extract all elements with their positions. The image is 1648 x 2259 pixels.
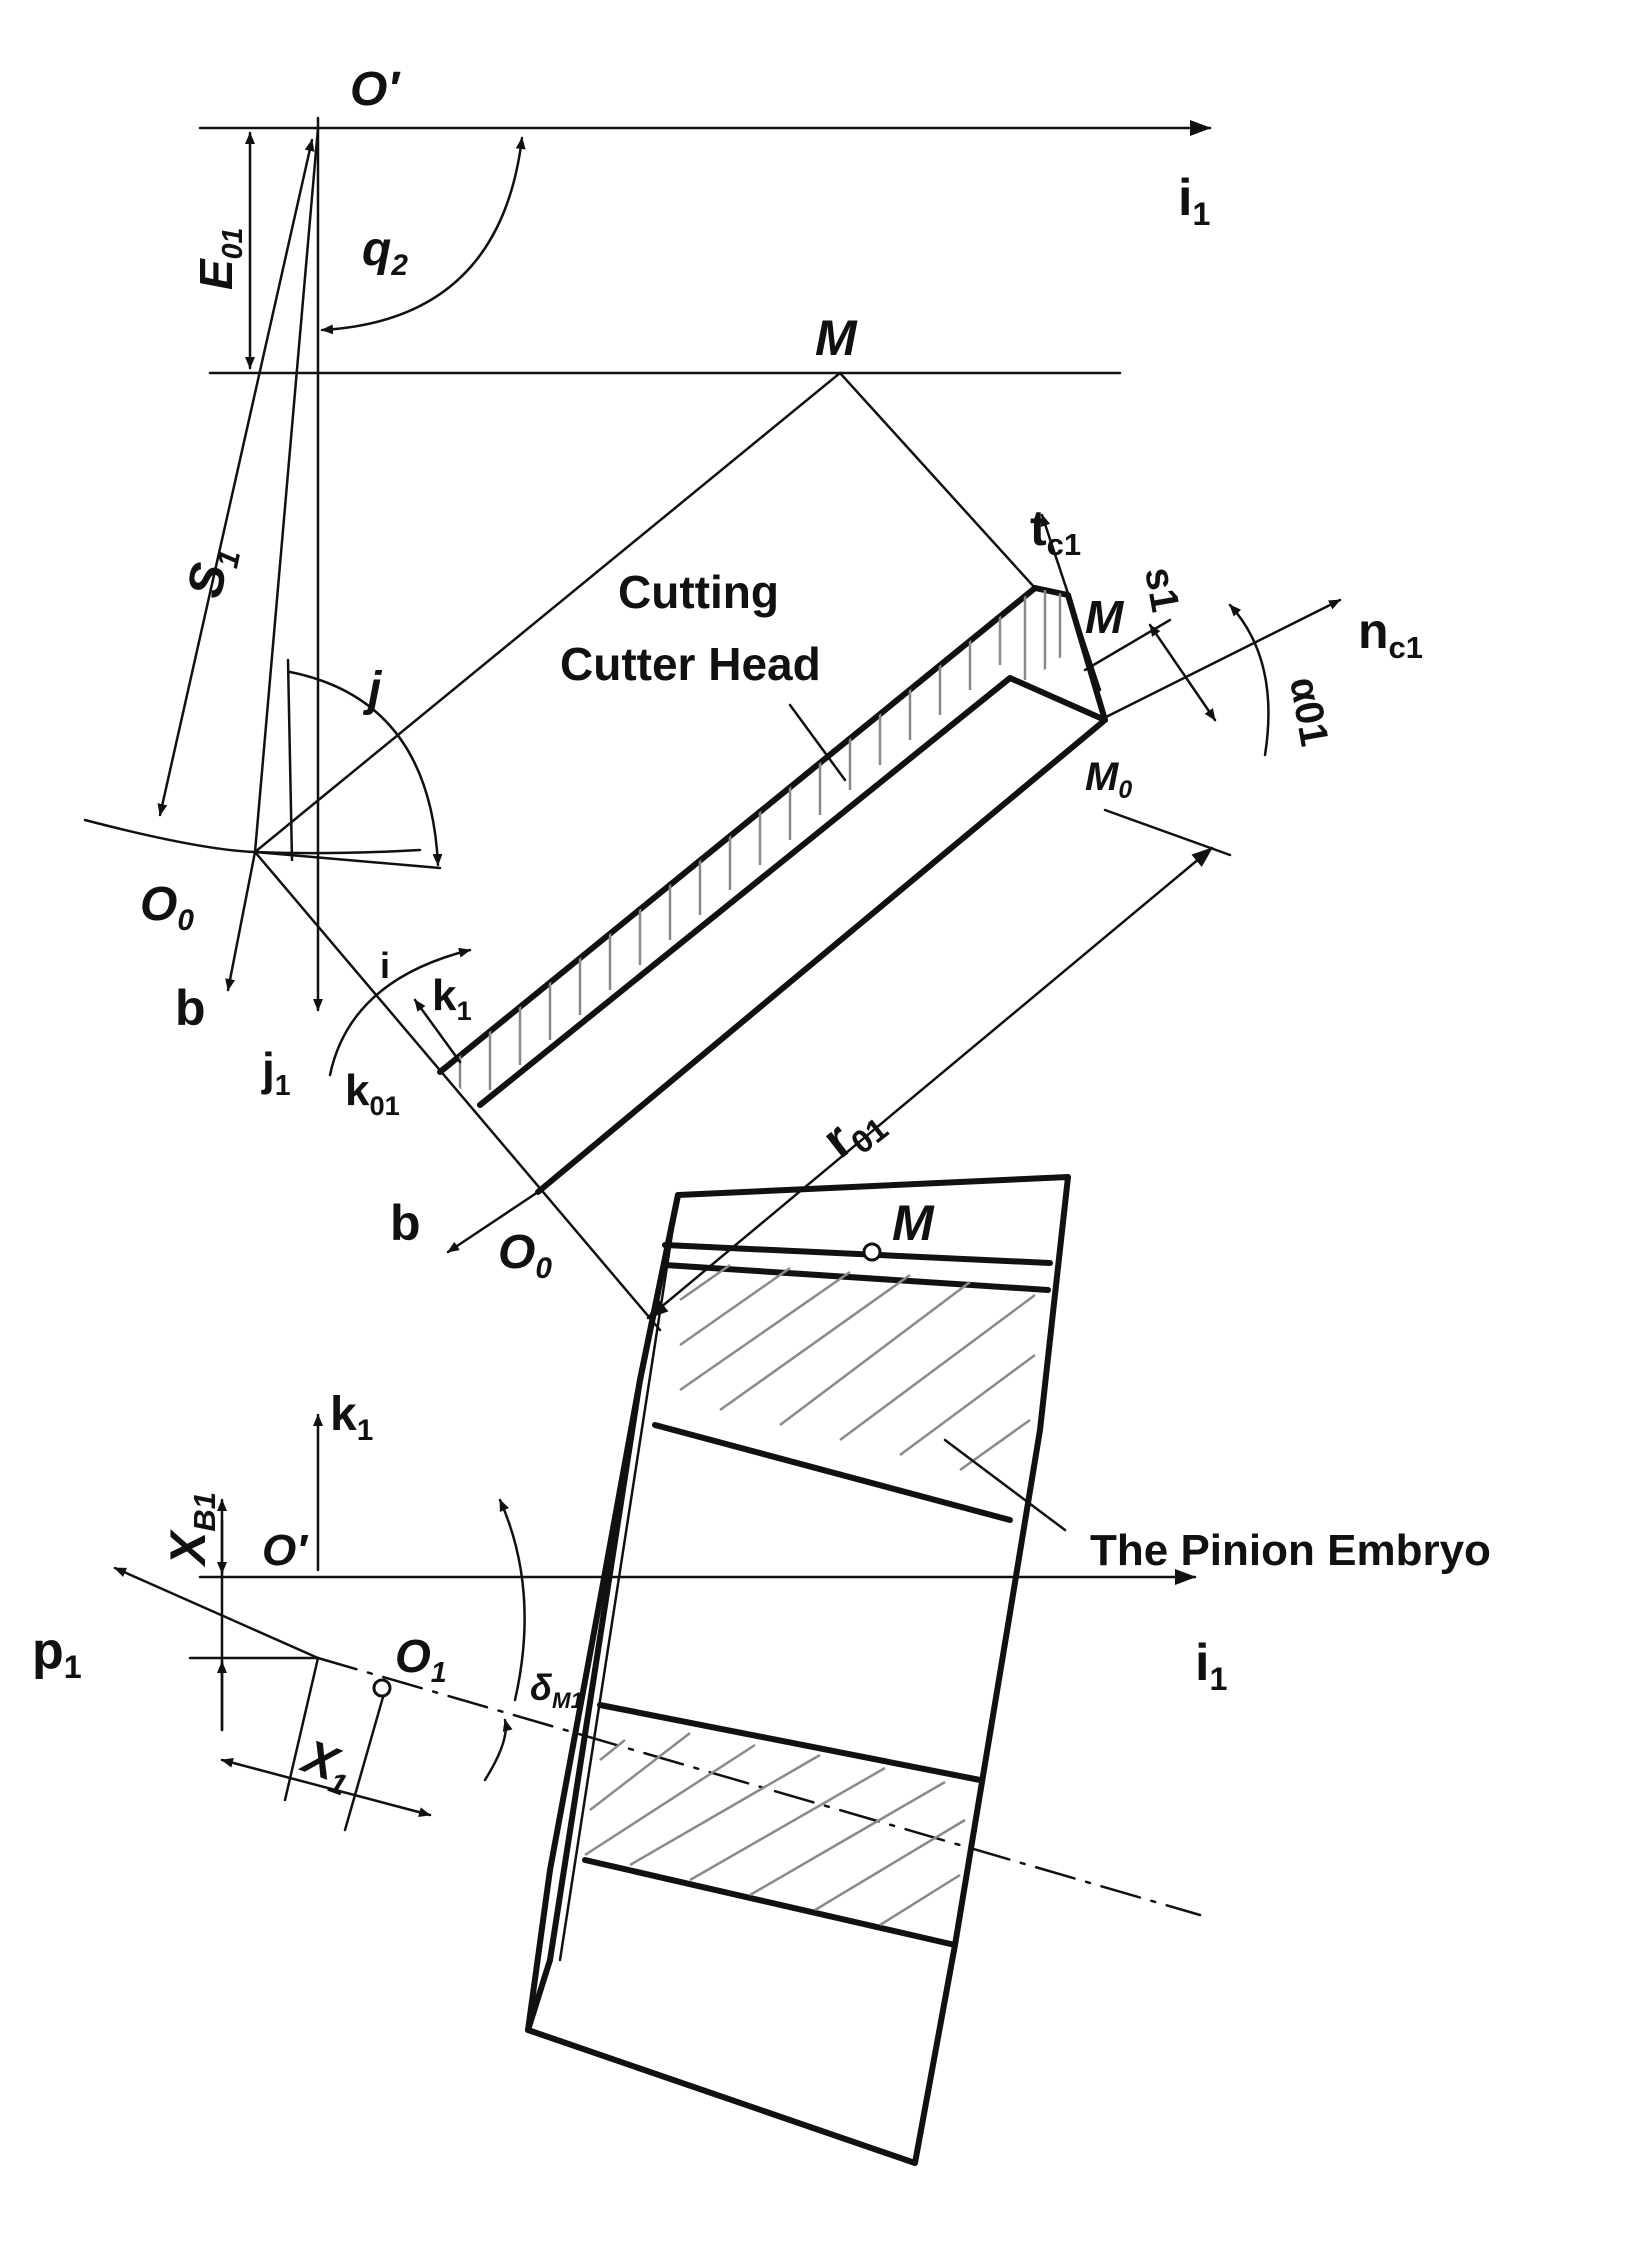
pinion-outline bbox=[525, 1174, 1071, 2166]
label-b-bottom: b bbox=[390, 1195, 421, 1251]
label-tc1: tc1 bbox=[1030, 500, 1081, 562]
lower-figure bbox=[113, 1174, 1202, 2166]
cutter-leader bbox=[788, 703, 847, 782]
cutter-outer-top bbox=[437, 585, 1038, 1075]
o1-point bbox=[372, 1678, 392, 1698]
label-alpha01: α01 bbox=[1281, 674, 1336, 750]
delta-m1-arc-lower bbox=[483, 1718, 513, 1782]
label-k1-lower: k1 bbox=[330, 1388, 373, 1447]
label-k1: k1 bbox=[432, 971, 472, 1026]
label-o0-left: O0 bbox=[140, 878, 194, 937]
label-i1-lower: i1 bbox=[1195, 1634, 1227, 1697]
label-o-prime-top: O′ bbox=[350, 63, 401, 116]
label-delta-m1: δM1 bbox=[530, 1667, 583, 1713]
label-s1: S1 bbox=[176, 541, 247, 603]
line-m-mprime bbox=[838, 371, 1037, 590]
label-r01: r01 bbox=[812, 1089, 895, 1173]
q2-angle-arc bbox=[320, 136, 526, 335]
label-b-left: b bbox=[175, 980, 206, 1036]
label-pinion-embryo: The Pinion Embryo bbox=[1090, 1526, 1491, 1575]
x1-ext-left bbox=[283, 1656, 320, 1802]
b-axis-lower bbox=[446, 1190, 540, 1254]
cutter-tip-outline bbox=[1007, 585, 1108, 723]
pinion-face-left-2 bbox=[547, 1377, 643, 1963]
pinion-inner-left bbox=[558, 1193, 680, 1962]
pinion-tooth-line-4 bbox=[582, 1857, 958, 1948]
label-m-top: M bbox=[815, 310, 858, 366]
label-e01: E01 bbox=[190, 228, 249, 290]
pinion-tooth-line-5 bbox=[597, 1702, 983, 1783]
line-oprime-o0 bbox=[253, 126, 320, 854]
label-p1: p1 bbox=[32, 1622, 82, 1685]
tc1-arrow bbox=[1040, 513, 1102, 692]
label-i-small: i bbox=[380, 945, 390, 986]
lower-labels: k1 XB1 O′ M p1 O1 i1 δM1 X1 The Pinion E… bbox=[32, 1195, 1491, 1803]
label-cutter-head: Cutter Head bbox=[560, 638, 821, 690]
x1-ext-right bbox=[343, 1688, 387, 1832]
alpha01-arc bbox=[1228, 603, 1270, 757]
label-k01: k01 bbox=[345, 1066, 400, 1121]
label-o0-bottom: O0 bbox=[498, 1226, 552, 1285]
o0-arc bbox=[83, 818, 422, 855]
pinion-tooth-line-1 bbox=[662, 1242, 1053, 1266]
pinion-hatch-upper bbox=[679, 1263, 1036, 1472]
label-m-lower: M bbox=[892, 1195, 935, 1251]
x1-dimension bbox=[220, 1757, 432, 1818]
label-q2: q2 bbox=[362, 223, 408, 282]
label-nc1: nc1 bbox=[1358, 603, 1423, 665]
cutter-left-edge bbox=[253, 850, 662, 1332]
j-angle-arc bbox=[288, 670, 443, 867]
r01-dimension bbox=[646, 846, 1214, 1320]
nc1-arrow bbox=[1098, 598, 1342, 722]
s1-dimension bbox=[157, 138, 315, 817]
pinion-tooth-line-2 bbox=[662, 1262, 1051, 1293]
pinion-embryo bbox=[525, 1174, 1071, 2166]
pinion-hatch-lower bbox=[584, 1732, 966, 1927]
label-j1: j1 bbox=[261, 1043, 291, 1102]
pinion-m-point bbox=[862, 1242, 882, 1262]
k01-arc bbox=[328, 947, 472, 1077]
j-angle-tick bbox=[286, 658, 294, 862]
label-cutting: Cutting bbox=[618, 566, 779, 618]
label-i1-top: i1 bbox=[1178, 169, 1210, 232]
label-o-prime-lower: O′ bbox=[262, 1526, 309, 1575]
label-o1: O1 bbox=[395, 1630, 447, 1689]
pinion-leader bbox=[943, 1438, 1067, 1532]
j-angle-ray bbox=[253, 850, 442, 870]
cutter-inner-top bbox=[477, 675, 1013, 1108]
label-m-right: M bbox=[1085, 591, 1125, 643]
upper-labels: O′ i1 E01 q2 M S1 Cutting Cutter Head tc… bbox=[140, 63, 1423, 1285]
pinion-tooth-line-3 bbox=[652, 1422, 1013, 1523]
label-x1: X1 bbox=[291, 1730, 360, 1803]
s1-short-dimension bbox=[1148, 623, 1217, 722]
label-j: j bbox=[362, 663, 383, 716]
delta-m1-arc bbox=[498, 1498, 526, 1702]
pinion-base-line bbox=[525, 1957, 553, 2033]
b-axis-upper bbox=[225, 850, 257, 992]
p1-arrow bbox=[113, 1566, 320, 1660]
pinion-axis bbox=[316, 1656, 1202, 1917]
upper-figure bbox=[83, 116, 1342, 1332]
label-s1-small: s1 bbox=[1136, 564, 1187, 615]
label-m0: M0 bbox=[1085, 755, 1132, 804]
pinion-face-left bbox=[637, 1192, 681, 1383]
k1-arrow bbox=[413, 998, 462, 1064]
line-o0-m bbox=[253, 371, 842, 854]
label-xb1: XB1 bbox=[160, 1492, 222, 1568]
